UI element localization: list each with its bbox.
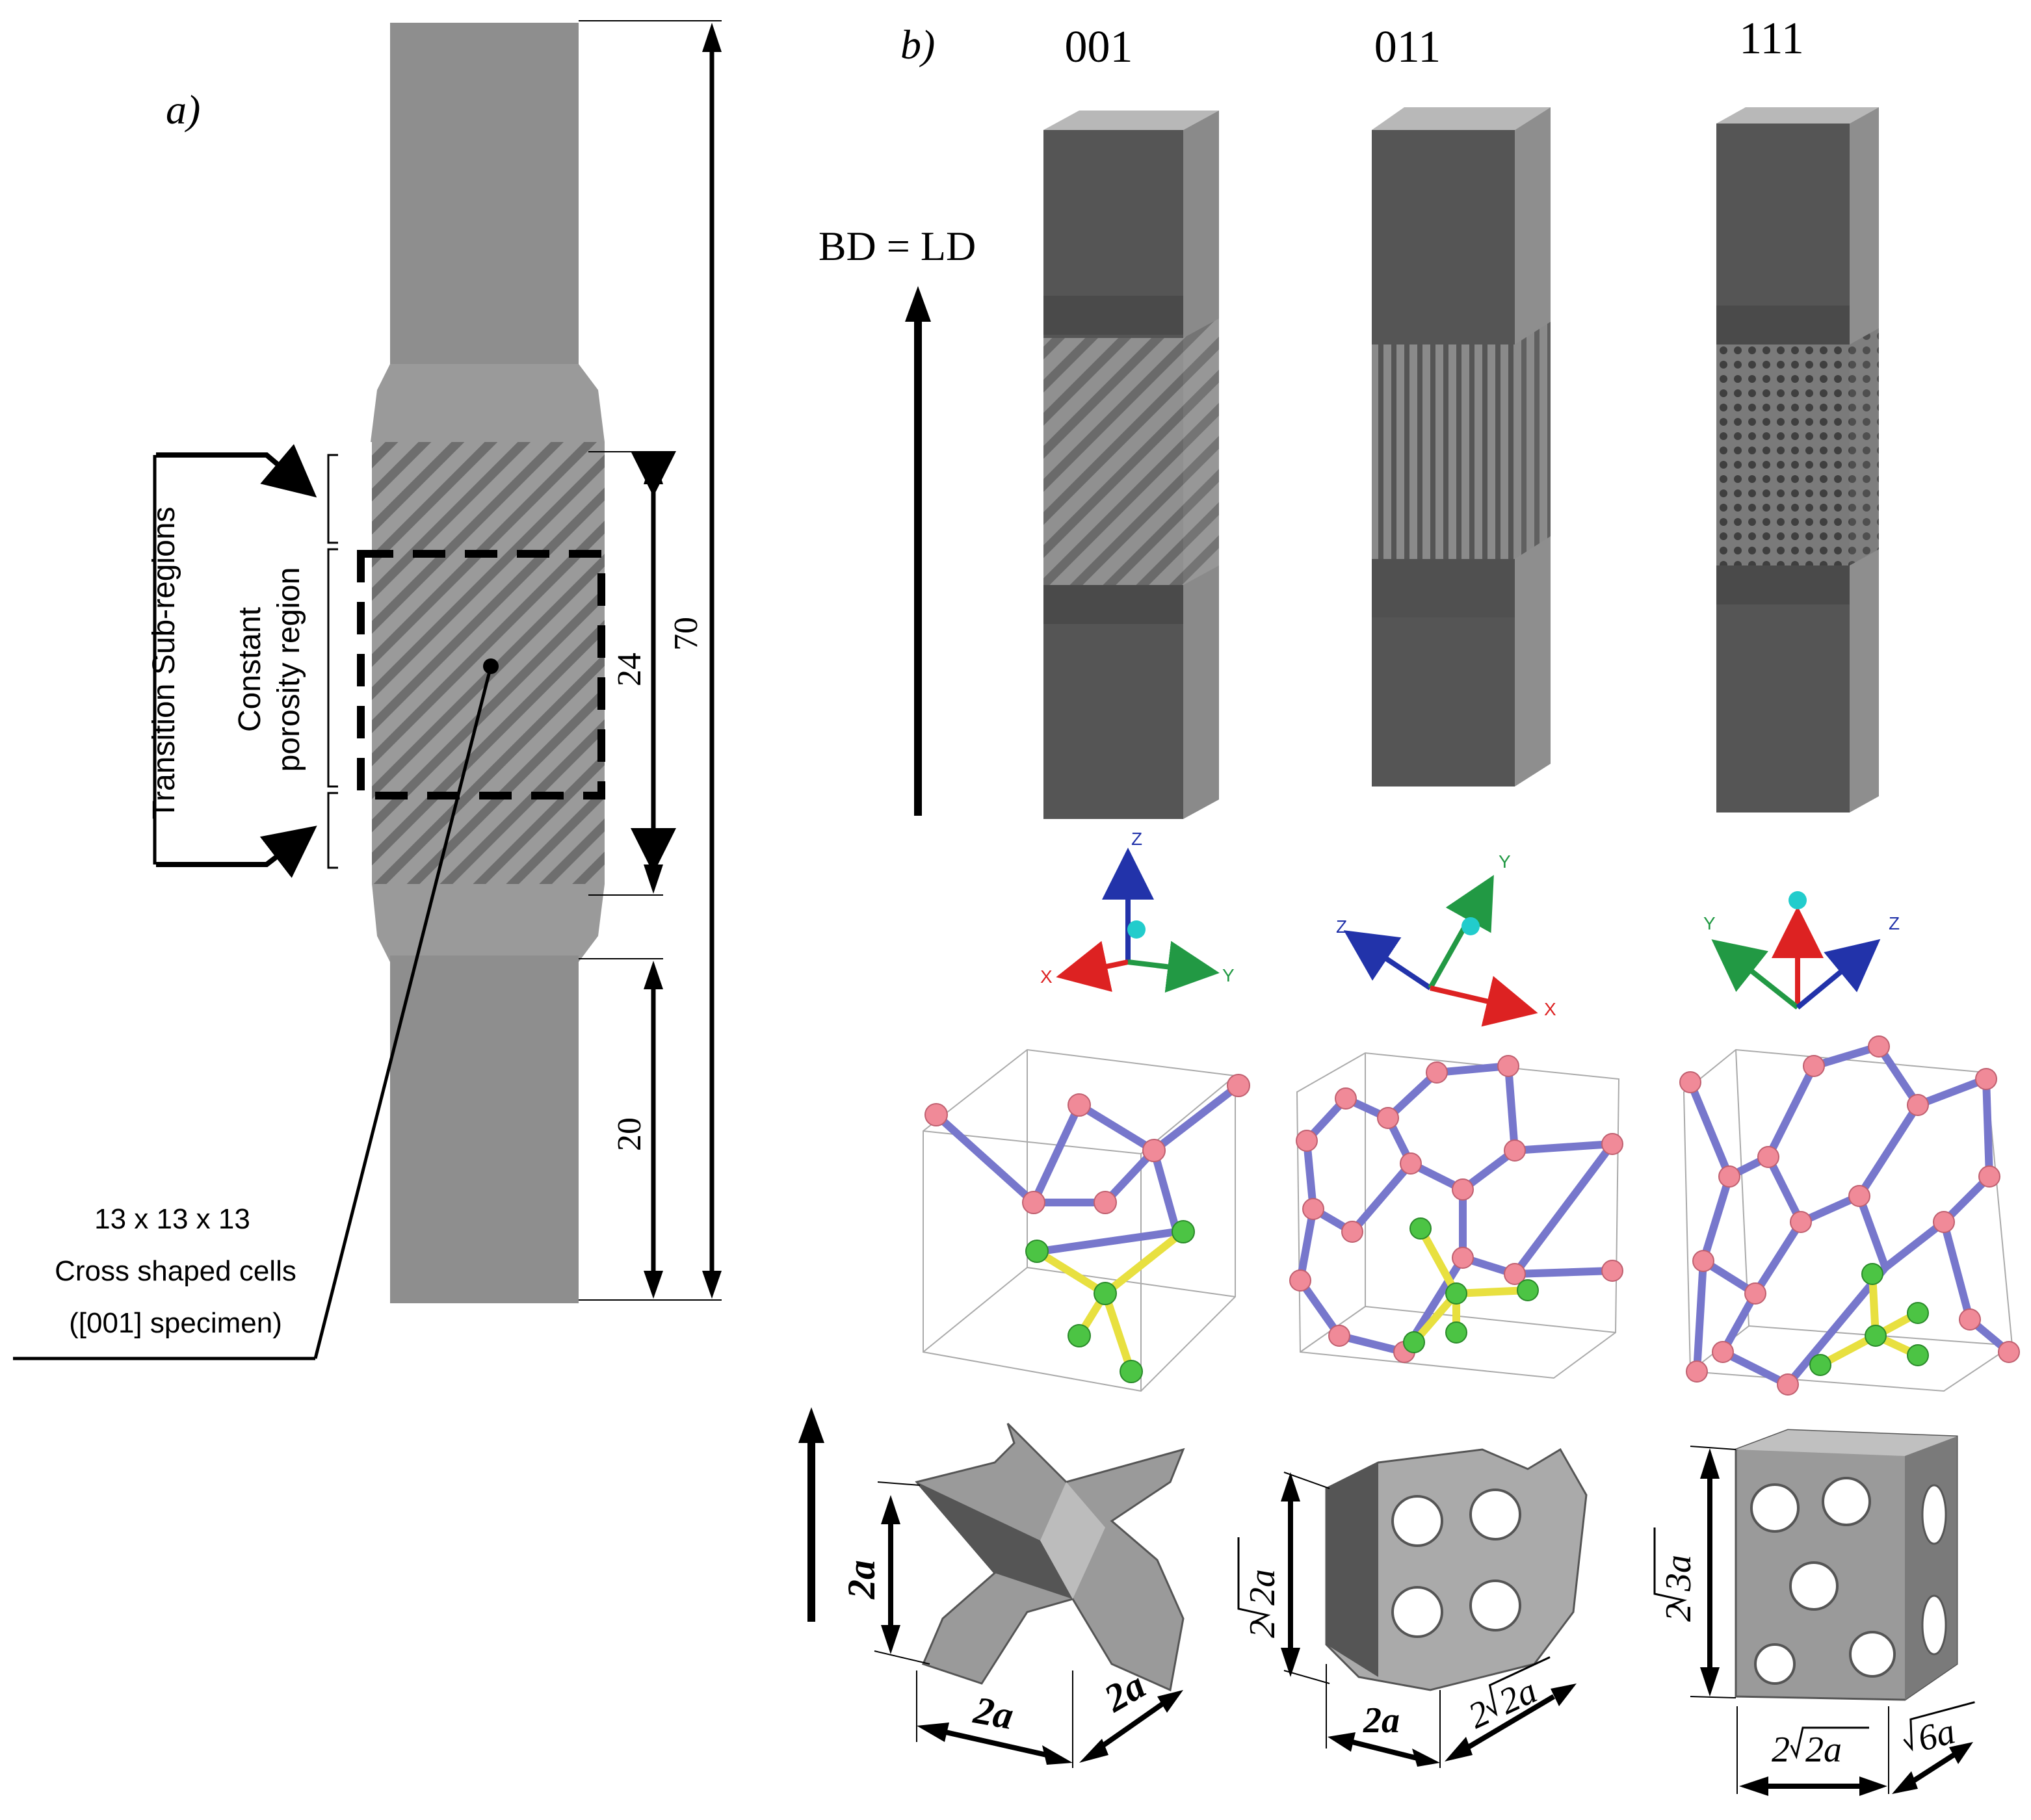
specimen-111 [1716, 107, 1879, 812]
specimen-001 [1043, 110, 1219, 819]
svg-text:2a: 2a [1805, 1730, 1842, 1770]
transition-bracket-top [327, 454, 338, 544]
unit-cell-011: 2 2a 2a 2 2a [1237, 1448, 1588, 1768]
axis-label-z: Z [1131, 829, 1142, 849]
dim-24-head-top [644, 455, 663, 484]
specimen-111-lattice-side [1850, 328, 1879, 566]
specimen-011 [1372, 107, 1551, 786]
dim-24-label: 24 [611, 653, 648, 686]
orientation-011: 011 [1374, 22, 1441, 72]
dim-24-head-bottom [644, 864, 663, 894]
axis-label-y: Y [1499, 852, 1511, 872]
crystal-111 [1679, 1035, 2020, 1396]
svg-text:3a: 3a [1658, 1555, 1699, 1592]
unit-cell-111: 2 3a 2 2a 6a [1653, 1429, 1975, 1796]
svg-text:2: 2 [1772, 1730, 1790, 1770]
specimen-001-lattice-side [1183, 318, 1219, 585]
build-direction-arrowhead [905, 286, 931, 322]
specimen-011-top [1372, 107, 1551, 130]
specimen-011-lattice-side [1515, 322, 1551, 559]
dim-001-depth [1097, 1700, 1166, 1751]
axis-label-x: X [1544, 999, 1556, 1019]
axis-label-y: Y [1222, 965, 1235, 985]
cells-line-2: Cross shaped cells [55, 1255, 296, 1287]
axis-label-x: X [1040, 967, 1053, 987]
svg-text:2a: 2a [1493, 1670, 1543, 1722]
dim-001-width-label: 2a [970, 1688, 1017, 1737]
dim-011-height-label: 2 2a [1237, 1537, 1283, 1638]
axes-001: Z X Y [1040, 829, 1235, 993]
build-direction-label: BD = LD [819, 223, 976, 269]
specimen-001-lattice-front [1043, 338, 1183, 585]
dim-70-label: 70 [668, 617, 705, 651]
transition-arrow-bottom [156, 826, 317, 878]
panel-b-label: b) [900, 21, 935, 68]
dim-111-depth [1906, 1752, 1956, 1787]
axis-origin-ball [1461, 917, 1480, 935]
svg-text:2a: 2a [1242, 1569, 1283, 1606]
specimen-011-lattice-front [1372, 344, 1515, 559]
panel-a-label: a) [166, 86, 200, 133]
cell-build-arrowhead [798, 1407, 824, 1443]
specimen-111-top [1716, 107, 1879, 124]
orientation-001: 001 [1065, 22, 1133, 72]
specimen-111-lattice-front [1716, 344, 1850, 566]
dim-70-head-top [702, 23, 722, 52]
dim-70-head-bottom [702, 1271, 722, 1299]
dim-001-height-label: 2a [840, 1560, 883, 1600]
crystal-001 [923, 1048, 1250, 1392]
dim-20-head-top [644, 961, 663, 989]
dim-20-head-bottom [644, 1271, 663, 1299]
orientation-111: 111 [1739, 14, 1804, 64]
crystal-011 [1289, 1052, 1623, 1379]
transition-arrow-top [156, 444, 317, 498]
svg-text:2: 2 [1658, 1604, 1699, 1622]
dim-011-width [1352, 1739, 1418, 1761]
top-grip [390, 23, 579, 377]
dim-011-width-label: 2a [1363, 1700, 1400, 1741]
panel-b: b) 001 011 111 BD = LD [798, 14, 2020, 1796]
panel-a: a) Transition Sub-regions Constant poros… [13, 20, 722, 1360]
svg-text:2: 2 [1242, 1620, 1283, 1638]
dim-111-width-label: 2 2a [1772, 1726, 1869, 1770]
specimen-001-top [1043, 110, 1219, 130]
axis-label-z: Z [1336, 916, 1347, 937]
axis-label-y: Y [1703, 913, 1716, 933]
axis-origin-ball [1789, 891, 1807, 909]
constant-label-2: porosity region [272, 567, 306, 772]
dim-011-depth [1464, 1694, 1556, 1751]
svg-text:2: 2 [1462, 1693, 1496, 1737]
bottom-shoulder [372, 884, 605, 962]
dim-111-height-label: 2 3a [1653, 1528, 1699, 1622]
dim-111-depth-label: 6a [1903, 1701, 1975, 1760]
constant-bracket [327, 548, 338, 788]
top-shoulder [371, 364, 605, 442]
cells-line-3: ([001] specimen) [69, 1307, 282, 1339]
transition-bracket-bottom [327, 792, 338, 869]
axis-label-z: Z [1889, 913, 1900, 933]
bottom-grip [390, 956, 579, 1303]
axes-111: Y Z [1703, 891, 1900, 1010]
constant-label-1: Constant [233, 607, 267, 732]
constant-porosity-box [357, 550, 605, 800]
axis-origin-ball [1127, 920, 1146, 939]
cells-line-1: 13 x 13 x 13 [94, 1203, 250, 1235]
dim-001-width [945, 1730, 1047, 1758]
transition-label: Transition Sub-regions [147, 506, 181, 819]
unit-cell-001: 2a 2a 2a [840, 1422, 1185, 1768]
leader-line [313, 666, 493, 1359]
axes-011: Z Y X [1336, 852, 1556, 1027]
dim-20-label: 20 [611, 1117, 648, 1151]
